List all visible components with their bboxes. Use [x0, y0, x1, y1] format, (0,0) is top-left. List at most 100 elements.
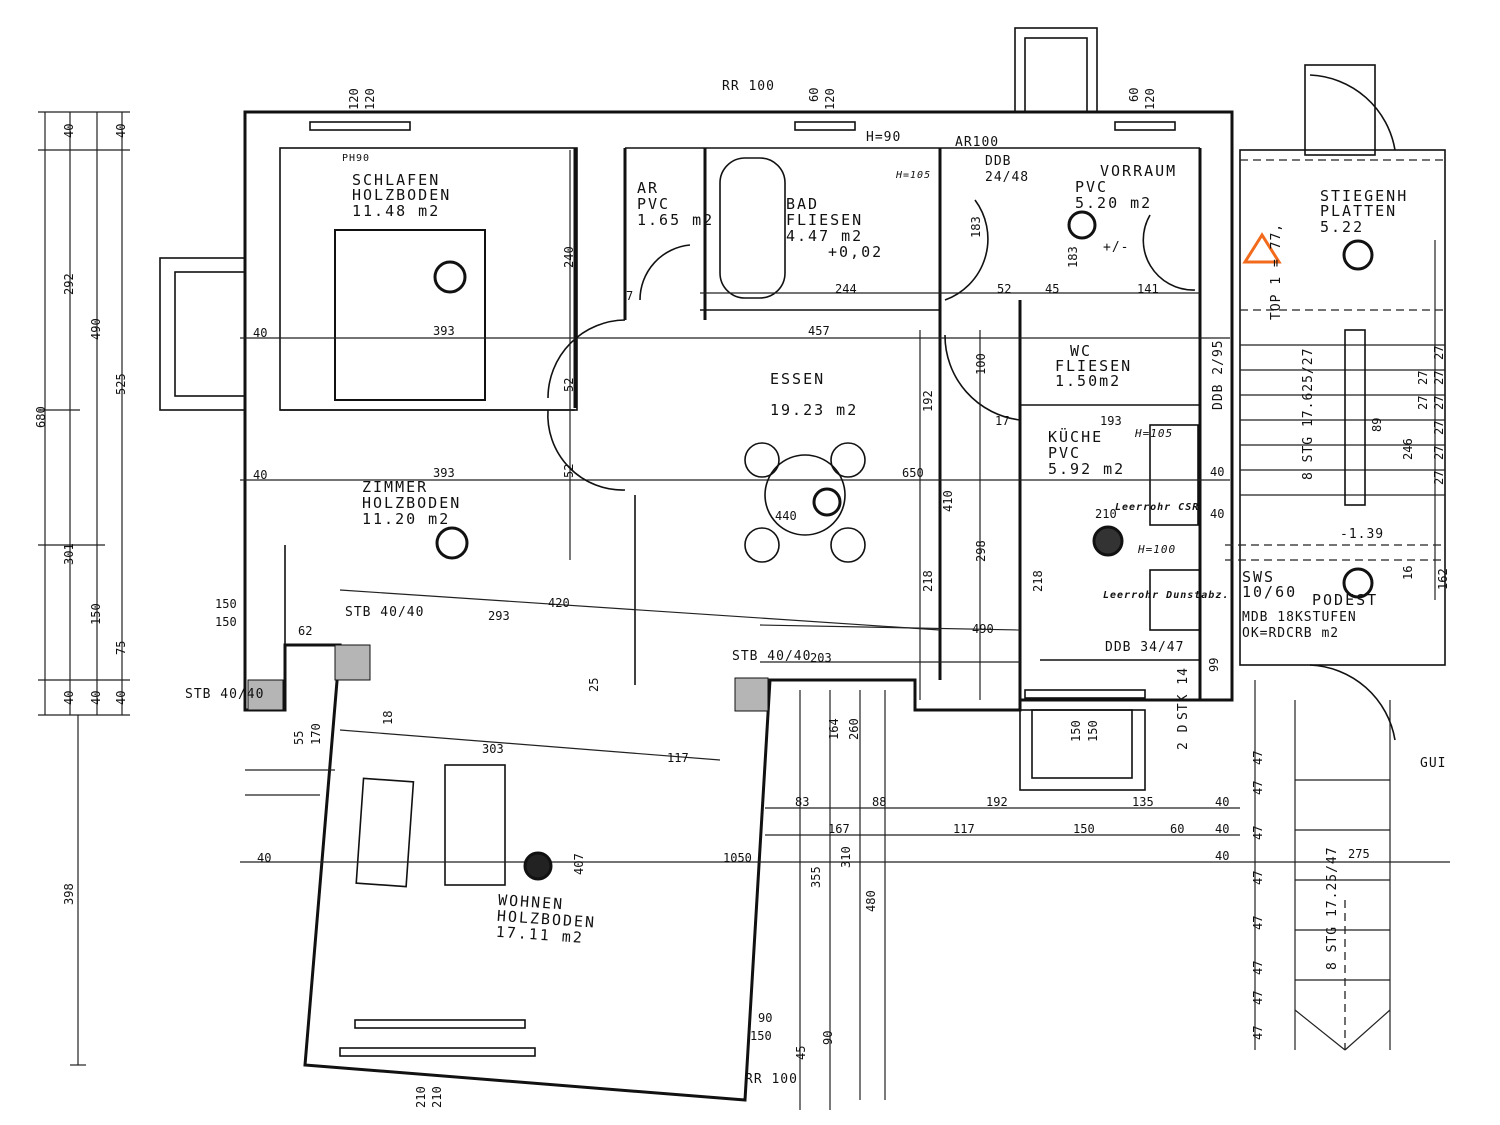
dim-label: 240 — [562, 246, 576, 268]
dim-label: 55 — [292, 731, 306, 745]
dim-label: 293 — [488, 609, 510, 623]
stair-tread-label: 27 — [1432, 421, 1446, 435]
dim-label: 120 — [363, 88, 377, 110]
dim-label: 170 — [309, 723, 323, 745]
room-ar-name: AR — [637, 179, 659, 197]
vorraum-level-label: +/- — [1103, 240, 1129, 255]
stair-tread-label: 16 — [1401, 566, 1415, 580]
dim-label: 40 — [257, 851, 271, 865]
podest-sws-size: 10/60 — [1242, 583, 1297, 601]
annotations: RR 100 RR 100 H=90 H=105 H=105 H=100 DDB… — [185, 79, 1446, 1087]
room-bad-level: +0,02 — [828, 243, 883, 261]
dim-label: 193 — [1100, 414, 1122, 428]
gui-label: GUI — [1420, 756, 1446, 771]
dim-label: 218 — [1031, 570, 1045, 592]
dim-label: 135 — [1132, 795, 1154, 809]
dim-label: 440 — [775, 509, 797, 523]
dim-label: 150 — [215, 597, 237, 611]
h105-label: H=105 — [895, 170, 931, 181]
dim-label: 210 — [414, 1086, 428, 1108]
dim-label: 164 — [827, 718, 841, 740]
dim-label: 40 — [1210, 507, 1224, 521]
dim-label: 410 — [941, 490, 955, 512]
leerrohr-csr-label: Leerrohr CSR — [1115, 502, 1199, 513]
leerrohr-dunstabzug-label: Leerrohr Dunstabz. — [1103, 590, 1229, 601]
stair-tread-label: 47 — [1251, 871, 1265, 885]
dim-label: 52 — [997, 282, 1011, 296]
dim-label: 40 — [89, 691, 103, 705]
dim-label: 40 — [253, 468, 267, 482]
dim-label: 60 — [1127, 88, 1141, 102]
dining-table — [744, 442, 866, 563]
room-schlafen-name: SCHLAFEN — [352, 171, 440, 189]
left-dimension-chains — [38, 111, 130, 1066]
room-vorraum-area: 5.20 m2 — [1075, 194, 1152, 212]
stair-tread-label: 27 — [1432, 371, 1446, 385]
dim-label: 650 — [902, 466, 924, 480]
ddb-label: DDB — [985, 154, 1011, 169]
podest-ok: OK=RDCRB m2 — [1242, 626, 1339, 641]
rr-bottom-label: RR 100 — [745, 1072, 798, 1087]
dim-label: 120 — [1143, 88, 1157, 110]
room-bad-floor: FLIESEN — [786, 211, 863, 229]
dim-label: 150 — [1073, 822, 1095, 836]
dim-label: 393 — [433, 324, 455, 338]
stb-label-1: STB 40/40 — [345, 605, 424, 620]
dim-label: 40 — [253, 326, 267, 340]
room-ar-floor: PVC — [637, 195, 670, 213]
dim-label: 298 — [974, 540, 988, 562]
dim-label: 398 — [62, 883, 76, 905]
dim-label: 203 — [810, 651, 832, 665]
stair-tread-label: 89 — [1370, 418, 1384, 432]
ddb-size-label: 24/48 — [985, 170, 1029, 185]
dim-label: 40 — [1215, 822, 1229, 836]
ceiling-lights — [433, 210, 1374, 881]
dim-label: 310 — [839, 846, 853, 868]
stair-tread-label: 47 — [1251, 991, 1265, 1005]
stairs-label-1: 8 STG 17.625/27 — [1301, 348, 1316, 480]
stair-tread-label: 27 — [1432, 396, 1446, 410]
room-stiegenhaus-floor: PLATTEN — [1320, 202, 1397, 220]
dim-label: 40 — [62, 124, 76, 138]
stair-tread-label: 27 — [1416, 396, 1430, 410]
dim-label: 75 — [114, 641, 128, 655]
podest-mdb: MDB 18KSTUFEN — [1242, 610, 1357, 625]
dim-label: 141 — [1137, 282, 1159, 296]
dim-label: 1050 — [723, 851, 752, 865]
stair-tread-label: 27 — [1416, 371, 1430, 385]
room-wc-area: 1.50m2 — [1055, 372, 1121, 390]
room-kueche-area: 5.92 m2 — [1048, 460, 1125, 478]
stair-tread-label: 47 — [1251, 751, 1265, 765]
dim-label: 45 — [794, 1046, 808, 1060]
dim-label: 192 — [986, 795, 1008, 809]
sd-label: 2 D — [1176, 724, 1191, 750]
dim-label: 292 — [62, 273, 76, 295]
dim-label: 525 — [114, 373, 128, 395]
stair-tread-label: 47 — [1251, 826, 1265, 840]
dim-label: 90 — [821, 1031, 835, 1045]
room-schlafen-floor: HOLZBODEN — [352, 186, 451, 204]
dim-label: 40 — [114, 691, 128, 705]
dim-label: 303 — [482, 742, 504, 756]
room-kueche-floor: PVC — [1048, 444, 1081, 462]
dim-label: 210 — [430, 1086, 444, 1108]
dim-label: 40 — [1215, 795, 1229, 809]
room-kueche-name: KÜCHE — [1048, 427, 1103, 446]
dim-label: 150 — [215, 615, 237, 629]
podest-name: PODEST — [1312, 591, 1378, 609]
dim-label: 120 — [823, 88, 837, 110]
podest-sws: SWS — [1242, 568, 1275, 586]
dim-label: 183 — [969, 216, 983, 238]
dim-label: 40 — [1215, 849, 1229, 863]
dim-label: 60 — [807, 88, 821, 102]
stb-label-3: STB 40/40 — [185, 687, 264, 702]
dim-label: 457 — [808, 324, 830, 338]
dim-label: 150 — [1069, 720, 1083, 742]
stair-tread-label: 162 — [1436, 568, 1450, 590]
dim-label: 90 — [758, 1011, 772, 1025]
dim-label: 60 — [1170, 822, 1184, 836]
dim-label: 40 — [114, 124, 128, 138]
stk-label: STK 14 — [1176, 667, 1191, 720]
room-stiegenhaus-name: STIEGENH — [1320, 187, 1408, 205]
